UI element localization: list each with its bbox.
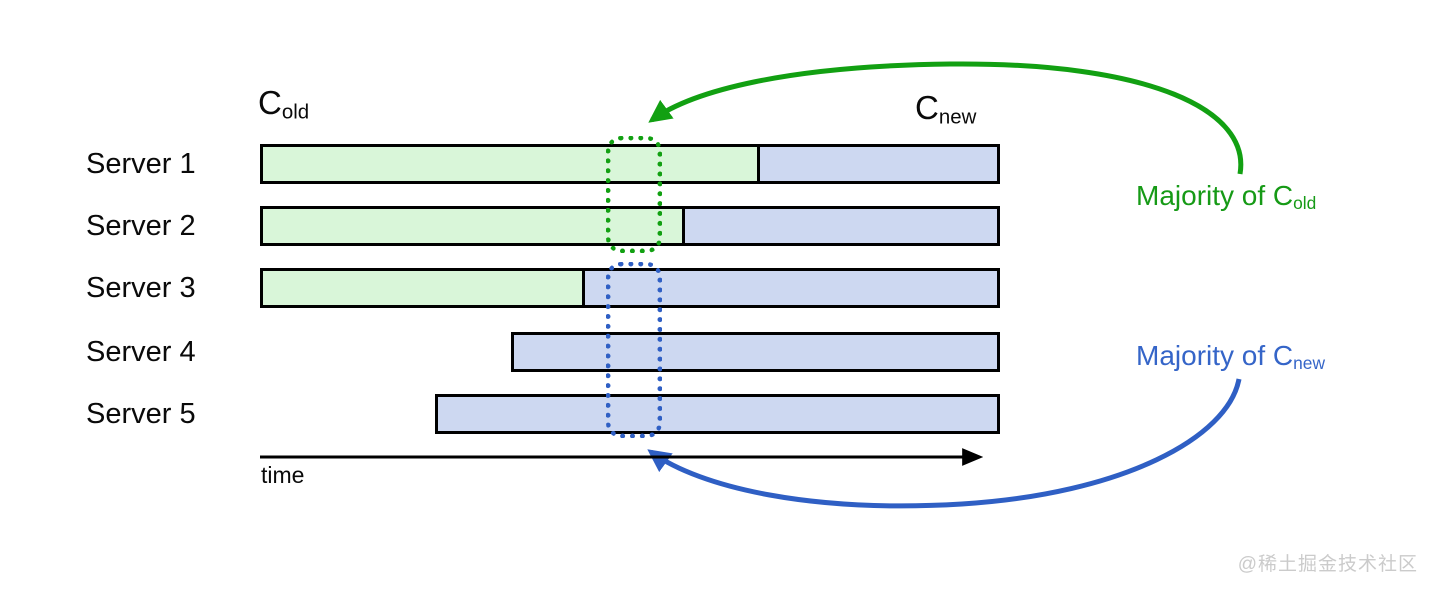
server-timeline-bar: [260, 144, 1000, 184]
majority-old-region: [606, 136, 662, 253]
majority-old-text: Majority of C: [1136, 180, 1294, 211]
majority-old-label: Majority of Cold: [1136, 180, 1316, 214]
c-old-segment: [263, 271, 585, 305]
majority-new-label: Majority of Cnew: [1136, 340, 1325, 374]
c-new-segment: [685, 209, 997, 243]
time-axis-label: time: [261, 462, 305, 488]
c-old-segment: [263, 147, 760, 181]
c-new-segment: [514, 335, 997, 369]
c-new-segment: [760, 147, 997, 181]
config-old-subscript: old: [281, 100, 310, 124]
majority-old-subscript: old: [1293, 192, 1317, 213]
config-new-subscript: new: [938, 105, 977, 129]
config-old-main: C: [258, 84, 282, 121]
config-new-label: Cnew: [915, 89, 976, 130]
majority-new-subscript: new: [1293, 352, 1326, 373]
c-old-segment: [263, 209, 685, 243]
c-new-segment: [438, 397, 997, 431]
server-label: Server 2: [86, 210, 196, 242]
server-label: Server 1: [86, 148, 196, 180]
watermark: @稀土掘金技术社区: [1237, 554, 1418, 575]
server-label: Server 5: [86, 398, 196, 430]
majority-new-region: [606, 262, 662, 438]
server-label: Server 3: [86, 272, 196, 304]
server-timeline-bar: [435, 394, 1000, 434]
server-timeline-bar: [511, 332, 1000, 372]
config-old-label: Cold: [258, 84, 309, 125]
server-label: Server 4: [86, 336, 196, 368]
majority-new-text: Majority of C: [1136, 340, 1294, 371]
server-timeline-bar: [260, 206, 1000, 246]
config-new-main: C: [915, 89, 939, 126]
